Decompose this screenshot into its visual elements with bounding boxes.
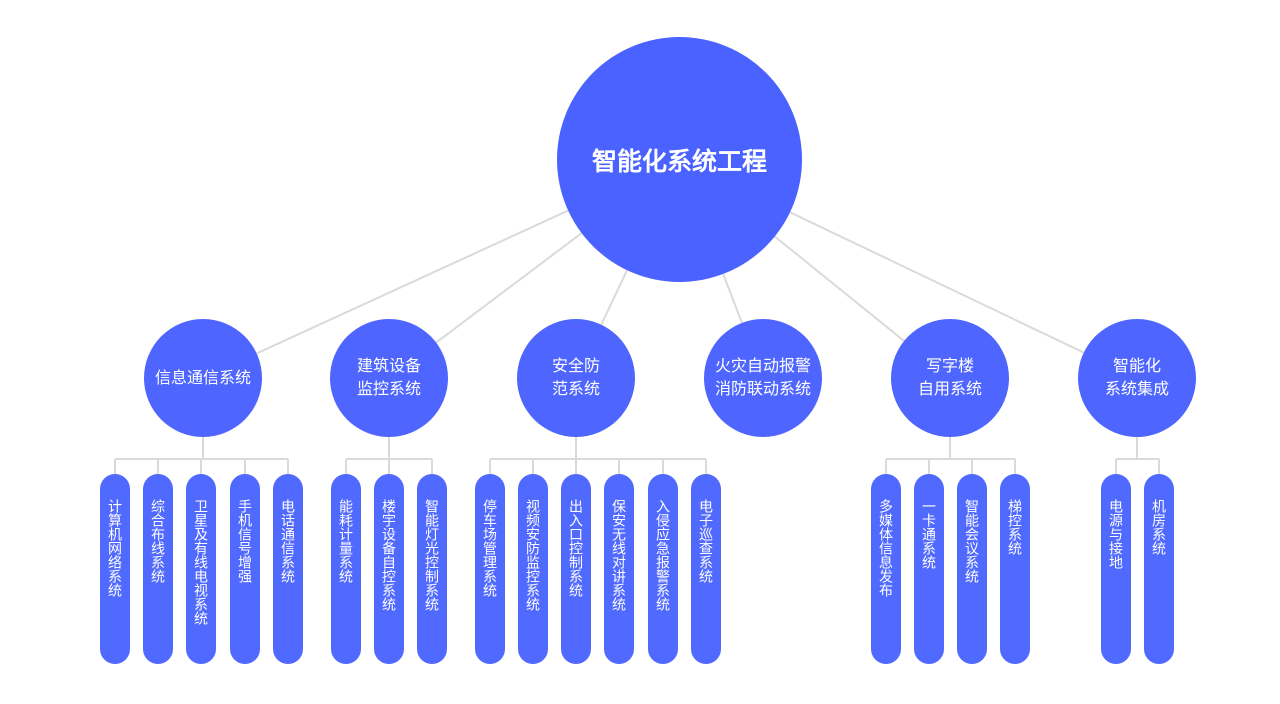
subsystem-pill: 入侵应急报警系统: [648, 474, 678, 664]
subsystem-label: 综合布线系统: [150, 499, 166, 583]
subsystem-pill: 停车场管理系统: [475, 474, 505, 664]
category-label: 安全防 范系统: [551, 358, 600, 398]
subsystem-label: 计算机网络系统: [107, 499, 123, 597]
category-node-integration: 智能化 系统集成: [1078, 319, 1196, 437]
subsystem-pill: 能耗计量系统: [331, 474, 361, 664]
root-label: 智能化系统工程: [591, 147, 767, 176]
subsystem-label: 梯控系统: [1007, 499, 1023, 555]
subsystem-label: 机房系统: [1151, 499, 1167, 555]
root-to-category-line: [435, 232, 583, 344]
category-node-info-comm: 信息通信系统: [144, 319, 262, 437]
subsystem-label: 楼宇设备自控系统: [381, 499, 397, 611]
root-node: 智能化系统工程: [557, 37, 802, 282]
subsystem-label: 一卡通系统: [921, 499, 937, 569]
subsystem-pill: 电子巡查系统: [691, 474, 721, 664]
subsystem-pill: 机房系统: [1144, 474, 1174, 664]
subsystem-label: 手机信号增强: [237, 499, 253, 583]
subsystem-pill: 保安无线对讲系统: [604, 474, 634, 664]
subsystem-pill: 计算机网络系统: [100, 474, 130, 664]
subsystem-pill: 智能会议系统: [957, 474, 987, 664]
root-to-category-line: [600, 269, 628, 326]
subsystem-label: 电话通信系统: [280, 499, 296, 583]
subsystem-label: 入侵应急报警系统: [655, 499, 671, 611]
category-label: 智能化 系统集成: [1104, 358, 1169, 398]
root-to-category-line: [789, 211, 1085, 354]
subsystem-pill: 梯控系统: [1000, 474, 1030, 664]
subsystem-pill: 综合布线系统: [143, 474, 173, 664]
root-to-category-line: [722, 273, 743, 324]
subsystem-pill: 卫星及有线电视系统: [186, 474, 216, 664]
subsystem-label: 智能会议系统: [964, 499, 980, 583]
root-to-category-line: [774, 235, 905, 342]
subsystem-pill: 楼宇设备自控系统: [374, 474, 404, 664]
subsystem-pill: 电话通信系统: [273, 474, 303, 664]
subsystem-pill: 出入口控制系统: [561, 474, 591, 664]
subsystem-label: 出入口控制系统: [568, 499, 584, 597]
subsystem-pill: 视频安防监控系统: [518, 474, 548, 664]
subsystem-pill: 多媒体信息发布: [871, 474, 901, 664]
subsystem-label: 多媒体信息发布: [878, 499, 894, 597]
category-label: 火灾自动报警 消防联动系统: [714, 358, 811, 398]
category-node-fire-alarm: 火灾自动报警 消防联动系统: [704, 319, 822, 437]
category-label: 建筑设备 监控系统: [356, 358, 421, 398]
subsystem-pill: 一卡通系统: [914, 474, 944, 664]
category-node-building-monitor: 建筑设备 监控系统: [330, 319, 448, 437]
subsystem-label: 智能灯光控制系统: [424, 499, 440, 611]
category-node-office: 写字楼 自用系统: [891, 319, 1009, 437]
subsystem-label: 能耗计量系统: [338, 499, 354, 583]
subsystem-label: 卫星及有线电视系统: [193, 499, 209, 625]
subsystem-label: 电源与接地: [1108, 499, 1124, 569]
subsystem-label: 电子巡查系统: [698, 499, 714, 583]
root-to-category-line: [256, 209, 569, 355]
category-label: 信息通信系统: [154, 369, 251, 387]
category-label: 写字楼 自用系统: [917, 358, 982, 398]
subsystem-pill: 电源与接地: [1101, 474, 1131, 664]
subsystem-label: 保安无线对讲系统: [611, 499, 627, 611]
subsystem-label: 视频安防监控系统: [525, 499, 541, 611]
subsystem-label: 停车场管理系统: [482, 499, 498, 597]
subsystem-pill: 智能灯光控制系统: [417, 474, 447, 664]
category-node-security: 安全防 范系统: [517, 319, 635, 437]
subsystem-pill: 手机信号增强: [230, 474, 260, 664]
